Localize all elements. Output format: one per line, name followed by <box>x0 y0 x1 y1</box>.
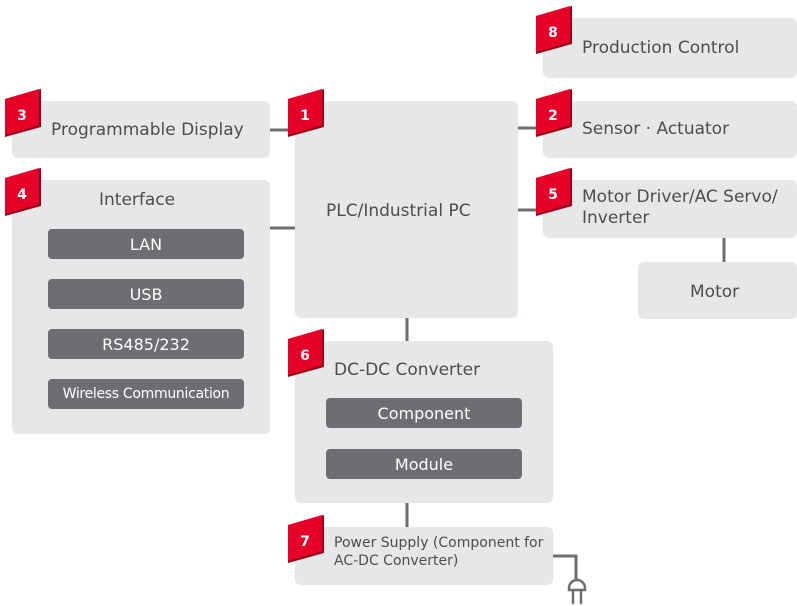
power-supply-label: Power Supply (Component for AC-DC Conver… <box>334 535 544 569</box>
plug-icon <box>567 578 587 604</box>
interface-label: Interface <box>99 190 176 210</box>
plc-label: PLC/Industrial PC <box>326 201 471 221</box>
badge-1-plc: 1 <box>288 89 324 137</box>
power-supply-box <box>295 527 553 585</box>
production-control-box <box>543 18 797 78</box>
sensor-actuator-label: Sensor · Actuator <box>582 119 730 139</box>
badge-2-number: 2 <box>548 108 558 124</box>
dcdc-item-component: Component <box>326 398 522 428</box>
dcdc-converter-label: DC-DC Converter <box>334 360 481 380</box>
badge-6-dcdc-converter: 6 <box>288 329 324 377</box>
motor-driver-label: Motor Driver/AC Servo/ Inverter <box>582 187 778 229</box>
badge-8-production-control: 8 <box>536 6 572 54</box>
link-power-plug <box>553 554 578 580</box>
motor-box <box>638 262 797 319</box>
interface-item-rs485: RS485/232 <box>48 329 244 359</box>
badge-1-number: 1 <box>300 108 310 124</box>
interface-item-usb: USB <box>48 279 244 309</box>
badge-7-power-supply: 7 <box>288 515 324 563</box>
programmable-display-box <box>12 101 270 158</box>
interface-item-wireless: Wireless Communication <box>48 379 244 409</box>
badge-2-sensor-actuator: 2 <box>536 89 572 137</box>
badge-5-motor-driver: 5 <box>536 168 572 216</box>
badge-4-interface: 4 <box>5 168 41 216</box>
badge-6-number: 6 <box>300 348 310 364</box>
motor-label: Motor <box>690 282 740 302</box>
badge-7-number: 7 <box>300 534 310 550</box>
badge-3-number: 3 <box>17 108 27 124</box>
plc-box <box>295 101 518 318</box>
badge-8-number: 8 <box>548 25 558 41</box>
badge-3-programmable-display: 3 <box>5 89 41 137</box>
interface-item-lan: LAN <box>48 229 244 259</box>
sensor-actuator-box <box>543 101 797 158</box>
badge-5-number: 5 <box>548 187 558 203</box>
production-control-label: Production Control <box>582 38 740 58</box>
motor-driver-box <box>543 180 797 238</box>
badge-4-number: 4 <box>17 187 27 203</box>
dcdc-item-module: Module <box>326 449 522 479</box>
programmable-display-label: Programmable Display <box>51 120 244 140</box>
